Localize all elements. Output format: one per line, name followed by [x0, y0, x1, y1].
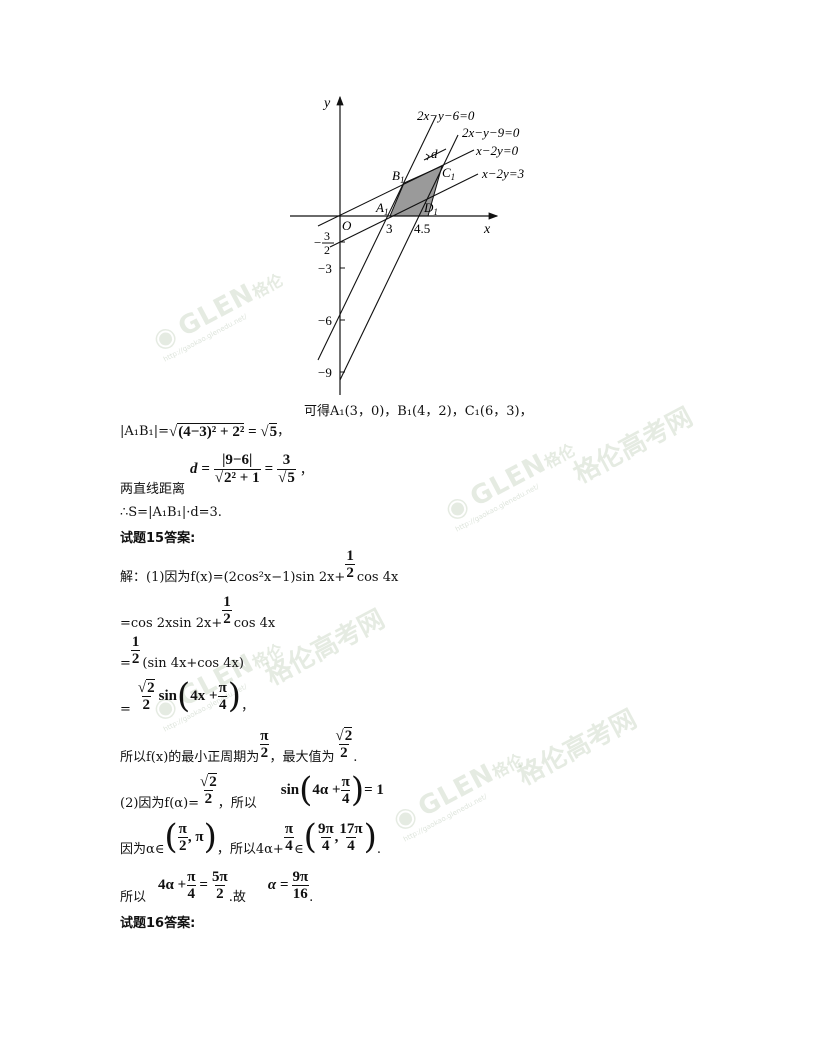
watermark-logo-icon: ◉ — [388, 798, 423, 837]
distance-formula: d = |9−6|√2² + 1 = 3√5 ， — [190, 452, 313, 486]
points-line: 可得A₁(3，0)，B₁(4，2)，C₁(6，3)， — [304, 404, 533, 419]
label-c1: C1 — [442, 165, 455, 182]
a1b1-row: |A₁B₁|= √(4−3)² + 2² = √5 ， — [120, 423, 291, 440]
x-axis-label: x — [483, 222, 491, 237]
label-x-2y-3: x−2y=3 — [481, 166, 525, 181]
y-tick-neg-frac-sign: − — [314, 235, 321, 250]
y-tick-neg3: −3 — [318, 261, 332, 276]
coordinate-figure: y x O 2x−y−6=0 2x−y−9=0 x−2y=0 x−2y=3 B1… — [290, 95, 525, 395]
watermark-4: 格伦高考网 — [260, 604, 390, 692]
q15-title: 试题15答案: — [120, 531, 196, 546]
area-line: ∴S=|A₁B₁|·d=3. — [120, 505, 222, 520]
y-tick-frac-num: 3 — [324, 229, 330, 243]
line-x-2y-0 — [317, 149, 475, 227]
y-tick-neg6: −6 — [318, 313, 332, 328]
x-tick-4-5: 4.5 — [414, 221, 430, 236]
label-2x-y-9: 2x−y−9=0 — [462, 125, 520, 140]
watermark-logo-icon: ◉ — [440, 488, 475, 527]
line-x-2y-3 — [329, 173, 479, 248]
watermark-3: ◉ GLEN格伦 http://gaokao.glenedu.net/ — [440, 440, 579, 534]
a1b1-label: |A₁B₁|= — [120, 424, 170, 439]
label-b1: B1 — [392, 168, 404, 185]
label-d1: D1 — [423, 200, 438, 217]
line-2x-y-9 — [339, 134, 459, 381]
line-2x-y-6 — [317, 115, 437, 361]
y-axis-label: y — [322, 96, 331, 111]
y-tick-neg9: −9 — [318, 365, 332, 380]
distance-label: 两直线距离 — [120, 482, 186, 497]
origin-label: O — [342, 218, 352, 233]
watermark-7: ◉ GLEN格伦 http://gaokao.glenedu.net/ — [388, 750, 527, 844]
x-tick-3: 3 — [386, 221, 393, 236]
label-d: d — [431, 146, 438, 161]
label-x-2y-0: x−2y=0 — [475, 143, 519, 158]
y-tick-frac-den: 2 — [324, 243, 330, 257]
label-2x-y-6: 2x−y−6=0 — [417, 108, 475, 123]
label-a1: A1 — [375, 200, 388, 217]
watermark-6: 格伦高考网 — [512, 704, 642, 792]
q16-title: 试题16答案: — [120, 916, 196, 931]
a1b1-expression: √(4−3)² + 2² = √5 — [169, 423, 278, 440]
